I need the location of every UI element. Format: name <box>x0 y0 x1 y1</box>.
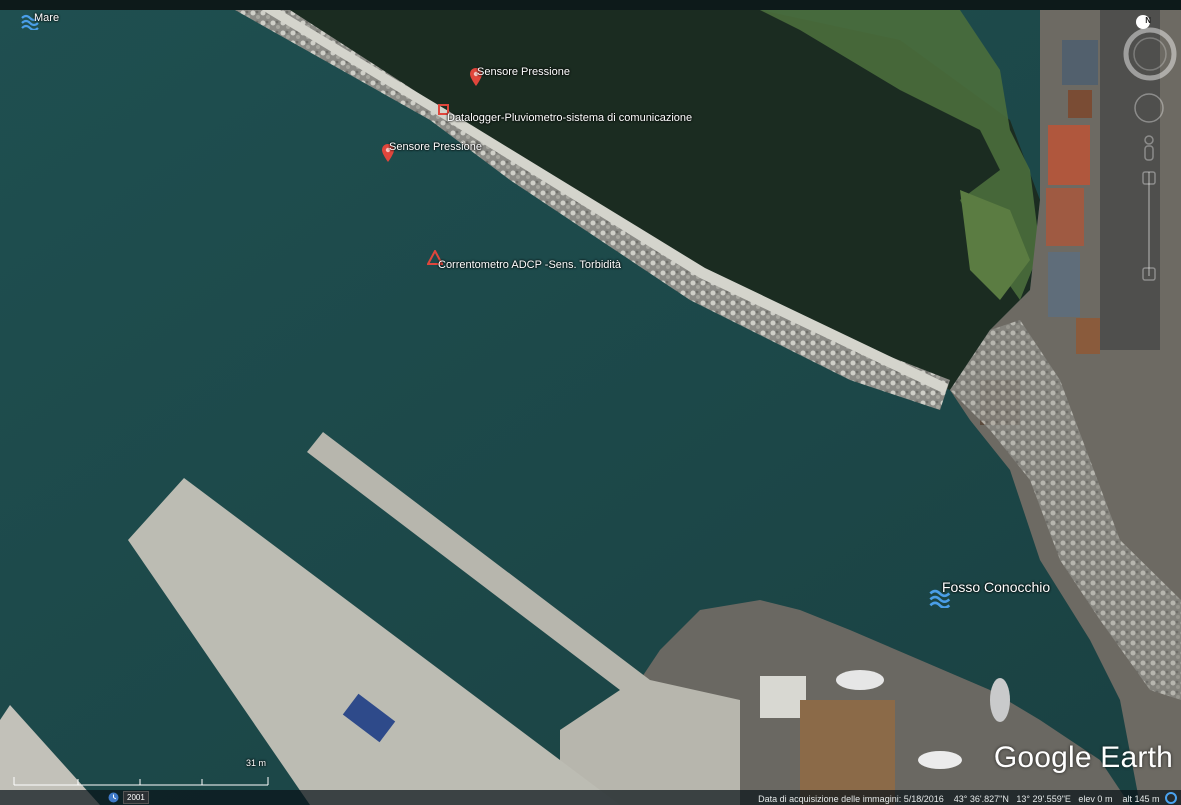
status-bar: 2001 Data di acquisizione delle immagini… <box>0 790 1181 805</box>
red-pin-icon[interactable] <box>382 144 394 162</box>
status-readout: Data di acquisizione delle immagini: 5/1… <box>758 792 1177 804</box>
look-joystick[interactable] <box>1134 93 1164 123</box>
vegetation-patch <box>960 190 1030 300</box>
clock-icon[interactable] <box>108 792 119 803</box>
imagery-year-badge[interactable]: 2001 <box>123 791 149 804</box>
water-icon[interactable] <box>20 12 42 30</box>
google-earth-logo: Google Earth <box>993 741 1173 774</box>
water-icon[interactable] <box>928 586 954 608</box>
red-square-icon[interactable] <box>438 104 449 115</box>
building <box>1046 188 1084 246</box>
scale-label: 31 m <box>246 758 267 768</box>
red-triangle-icon[interactable] <box>427 250 443 265</box>
red-pin-icon[interactable] <box>470 68 482 86</box>
placemark-label[interactable]: Sensore Pressione <box>389 141 482 153</box>
zoom-slider[interactable] <box>1142 171 1156 281</box>
placemark-label[interactable]: Datalogger-Pluviometro-sistema di comuni… <box>447 112 693 124</box>
placemark-label[interactable]: Mare <box>34 12 60 24</box>
historical-imagery[interactable]: 2001 <box>108 791 149 804</box>
road <box>1100 10 1160 350</box>
acquisition-date: Data di acquisizione delle immagini: 5/1… <box>758 794 944 804</box>
latitude-readout: 43° 36'.827"N <box>953 794 1009 804</box>
pier-marking <box>342 693 396 743</box>
streaming-indicator-icon <box>1165 792 1177 804</box>
vegetation <box>760 10 1040 300</box>
placemark-label[interactable]: Sensore Pressione <box>477 66 570 78</box>
boat <box>990 678 1010 722</box>
rocky-shore <box>950 320 1181 700</box>
boat <box>918 751 962 769</box>
placemark-label[interactable]: Correntometro ADCP -Sens. Torbidità <box>438 259 622 271</box>
longitude-readout: 13° 29'.559"E <box>1016 794 1071 804</box>
lagoon <box>270 10 1040 390</box>
altitude-readout: alt 145 m <box>1122 794 1160 804</box>
building <box>1068 90 1092 118</box>
building <box>1062 40 1098 85</box>
breakwater-top <box>262 10 948 394</box>
building <box>1076 318 1100 354</box>
pier-long <box>307 432 740 805</box>
boat-yard <box>800 700 895 805</box>
street-view-icon[interactable] <box>1144 135 1154 161</box>
top-border <box>0 0 1181 10</box>
scale-bar <box>13 777 269 786</box>
pier-left <box>0 705 100 805</box>
compass-ring[interactable] <box>1123 15 1177 81</box>
building <box>1048 125 1090 185</box>
warehouse <box>760 676 806 718</box>
pier-wide <box>128 478 620 805</box>
elevation-readout: elev 0 m <box>1078 794 1113 804</box>
compass-north-label: N <box>1145 16 1151 25</box>
placemark-label[interactable]: Fosso Conocchio <box>942 579 1051 595</box>
building <box>1048 252 1080 317</box>
boat <box>836 670 884 690</box>
navigation-controls[interactable] <box>1123 12 1177 292</box>
